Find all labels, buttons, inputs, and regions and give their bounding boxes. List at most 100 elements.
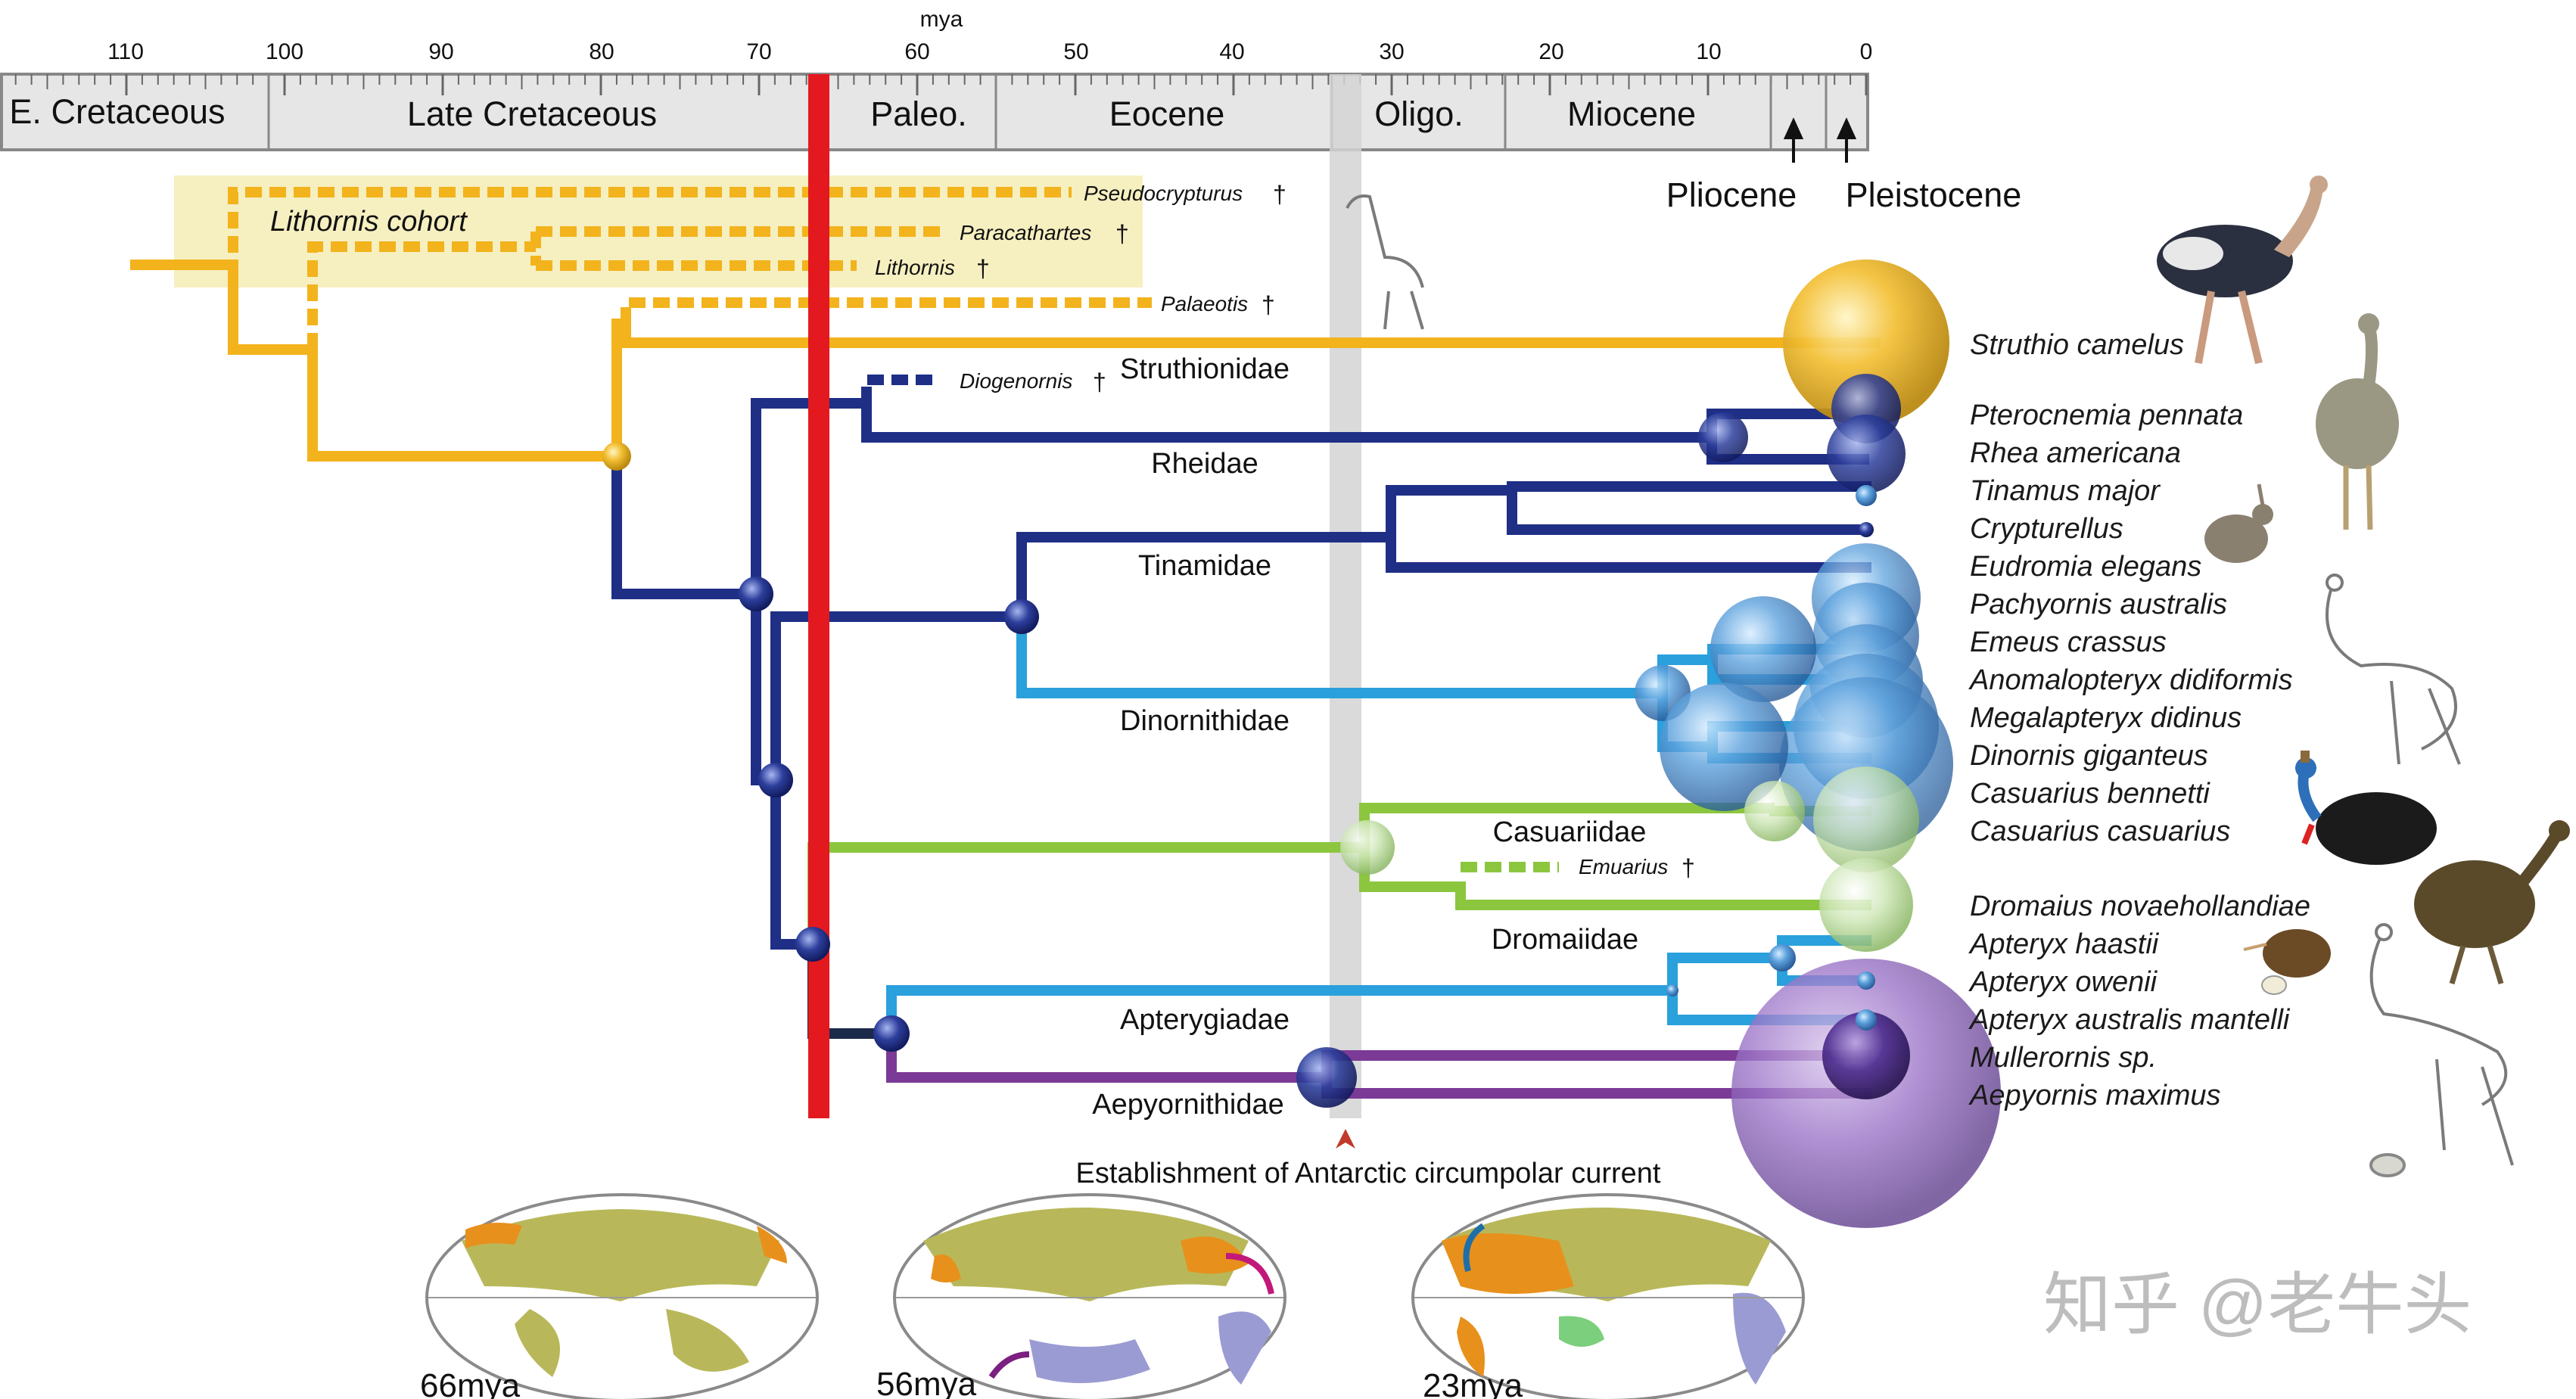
- species-label: Rhea americana: [1970, 437, 2181, 469]
- map-label-66: 66mya: [420, 1367, 521, 1399]
- species-label: Mullerornis sp.: [1970, 1042, 2157, 1074]
- kpg-boundary-bar: [808, 74, 829, 1118]
- species-label: Struthio camelus: [1970, 329, 2184, 361]
- period-bar: [0, 73, 1869, 151]
- node-sphere: [1744, 781, 1805, 841]
- map-label-56: 56mya: [876, 1366, 977, 1399]
- paleomap-23: [1411, 1193, 1805, 1399]
- clade-label-dromaiidae: Dromaiidae: [1492, 924, 1638, 956]
- struthionidae-branches: [130, 260, 1881, 462]
- node-sphere: [1004, 599, 1039, 634]
- extinct-dagger: †: [1273, 181, 1286, 208]
- extinct-dagger: †: [1262, 291, 1275, 319]
- apterygiadae-branches: [886, 935, 1871, 1034]
- extinct-dagger: †: [1682, 854, 1695, 881]
- tick-label: 100: [266, 39, 303, 64]
- emu-illustration: [2414, 820, 2570, 985]
- period-label: E. Cretaceous: [9, 92, 225, 131]
- fossil-label: Pseudocrypturus: [1084, 182, 1243, 205]
- tick-label: 30: [1379, 39, 1404, 64]
- clade-label-tinamidae: Tinamidae: [1138, 550, 1271, 582]
- tinamou-illustration: [2204, 483, 2273, 563]
- extinct-dagger: †: [1115, 220, 1129, 247]
- period-label: Miocene: [1567, 95, 1696, 133]
- sphere-tinamus: [1856, 485, 1877, 506]
- axis-tick-labels: 110 100 90 80 70 60 50 40 30 20 10 0: [107, 39, 1872, 64]
- diogenornis-dashed-branch: [861, 375, 940, 403]
- watermark: 知乎 @老牛头: [2043, 1267, 2472, 1343]
- pleistocene-label: Pleistocene: [1846, 176, 2022, 214]
- species-label: Apteryx haastii: [1968, 928, 2160, 960]
- kiwi-illustration: [2243, 929, 2331, 995]
- node-sphere: [758, 763, 793, 797]
- clade-label-rheidae: Rheidae: [1151, 448, 1258, 480]
- paleomap-56: [893, 1193, 1286, 1399]
- species-labels: Struthio camelus Pterocnemia pennata Rhe…: [1968, 329, 2310, 1111]
- event-label: Establishment of Antarctic circumpolar c…: [1076, 1158, 1661, 1189]
- species-label: Pterocnemia pennata: [1970, 399, 2243, 431]
- tick-label: 60: [904, 39, 929, 64]
- species-label: Aepyornis maximus: [1968, 1080, 2221, 1111]
- species-label: Pachyornis australis: [1970, 589, 2227, 620]
- fossil-label: Diogenornis: [960, 369, 1072, 393]
- species-label: Casuarius bennetti: [1970, 778, 2210, 810]
- clade-label-casuariidae: Casuariidae: [1493, 816, 1647, 848]
- sphere-apteryx-mantelli: [1856, 1009, 1877, 1031]
- species-label: Apteryx owenii: [1968, 966, 2158, 998]
- circumpolar-current-band: [1330, 74, 1361, 1118]
- pliocene-label: Pliocene: [1666, 176, 1797, 214]
- node-sphere: [1769, 944, 1796, 972]
- axis-title: mya: [920, 7, 963, 32]
- node-sphere: [1660, 682, 1788, 811]
- tick-label: 0: [1860, 39, 1873, 64]
- species-label: Tinamus major: [1970, 475, 2161, 507]
- species-label: Anomalopteryx didiformis: [1968, 664, 2293, 696]
- aepyornithidae-branches: [886, 1034, 1871, 1099]
- clade-label-dinornithidae: Dinornithidae: [1120, 705, 1290, 737]
- moa-skeleton-illustration: [2326, 574, 2461, 765]
- sphere-crypturellus: [1859, 522, 1874, 537]
- node-sphere: [1296, 1047, 1357, 1108]
- sphere-casuarius: [1813, 766, 1919, 872]
- species-label: Dinornis giganteus: [1970, 740, 2208, 772]
- clade-label-apterygiadae: Apterygiadae: [1120, 1004, 1290, 1036]
- node-spheres: [602, 412, 1816, 1108]
- fossil-label: Palaeotis: [1161, 292, 1248, 316]
- tick-label: 110: [107, 39, 144, 64]
- cassowary-illustration: [2295, 751, 2437, 865]
- species-label: Megalapteryx didinus: [1970, 702, 2242, 734]
- node-sphere: [739, 577, 773, 611]
- period-label: Eocene: [1109, 95, 1225, 133]
- species-label: Emeus crassus: [1970, 626, 2167, 658]
- lithornis-dashed-branches: [228, 187, 1152, 350]
- tick-label: 80: [589, 39, 614, 64]
- species-label: Casuarius casuarius: [1970, 816, 2230, 847]
- species-label: Apteryx australis mantelli: [1968, 1004, 2291, 1036]
- extinct-dagger: †: [1093, 368, 1106, 396]
- sphere-struthio: [1783, 260, 1949, 426]
- fossil-label: Emuarius: [1579, 855, 1668, 878]
- tick-label: 40: [1219, 39, 1244, 64]
- extinct-dagger: †: [976, 255, 990, 282]
- species-label: Crypturellus: [1970, 513, 2123, 545]
- ostrich-skeleton-illustration: [1346, 194, 1424, 330]
- sphere-dromaius: [1819, 858, 1913, 952]
- elephant-bird-skeleton-illustration: [2369, 923, 2514, 1177]
- acc-arrow-icon: [1336, 1129, 1355, 1149]
- tick-label: 70: [746, 39, 771, 64]
- node-sphere: [1698, 412, 1748, 462]
- sphere-apteryx-owenii: [1857, 972, 1875, 990]
- sphere-mullerornis: [1822, 1012, 1910, 1099]
- period-label: Oligo.: [1374, 95, 1464, 133]
- species-label: Dromaius novaehollandiae: [1970, 891, 2310, 922]
- clade-label-aepyornithidae: Aepyornithidae: [1092, 1089, 1284, 1121]
- node-sphere: [1340, 820, 1395, 875]
- tick-label: 50: [1063, 39, 1088, 64]
- tick-label: 90: [428, 39, 453, 64]
- paleomap-66: [425, 1193, 819, 1399]
- map-label-23: 23mya: [1423, 1367, 1523, 1399]
- epoch-pointers: [1783, 117, 1857, 163]
- fossil-label: Paracathartes: [960, 221, 1091, 244]
- sphere-rhea: [1827, 415, 1906, 493]
